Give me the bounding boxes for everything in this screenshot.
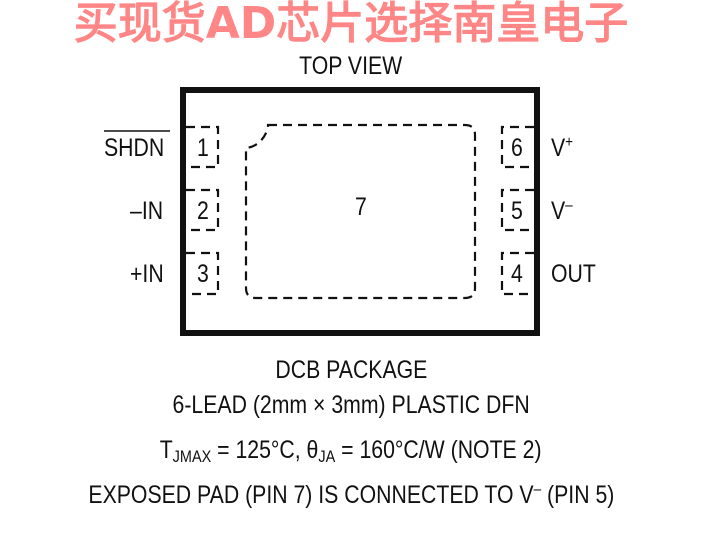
- pin-1-number: 1: [197, 134, 209, 162]
- package-description: 6-LEAD (2mm × 3mm) PLASTIC DFN: [172, 391, 530, 419]
- pin-7-number: 7: [355, 193, 367, 221]
- pin-1-pad: [186, 125, 220, 169]
- pin-4-pad: [500, 251, 534, 296]
- pin-5-number: 5: [511, 197, 523, 225]
- pin-6-label: V+: [551, 134, 574, 162]
- package-name: DCB PACKAGE: [275, 356, 427, 384]
- pin-2-pad: [186, 188, 220, 232]
- pin-2-number: 2: [197, 197, 209, 225]
- thermal-spec: TJMAX = 125°C, θJA = 160°C/W (NOTE 2): [160, 436, 542, 466]
- pin-5-pad: [500, 188, 534, 232]
- exposed-pad: [244, 123, 477, 300]
- pin-3-label: +IN: [130, 260, 164, 288]
- pin-5-label: V–: [551, 197, 573, 225]
- pin-4-number: 4: [511, 260, 523, 288]
- pin-6-number: 6: [511, 134, 523, 162]
- pin-1-label: SHDN: [104, 134, 165, 162]
- pin-4-label: OUT: [551, 260, 596, 288]
- pin-3-pad: [186, 251, 220, 296]
- pin-2-label: –IN: [130, 197, 164, 225]
- exposed-pad-note: EXPOSED PAD (PIN 7) IS CONNECTED TO V– (…: [88, 481, 614, 509]
- view-title: TOP VIEW: [299, 52, 403, 80]
- package-body: [180, 87, 540, 336]
- watermark: 买现货AD芯片选择南皇电子: [73, 0, 629, 49]
- pin-6-pad: [500, 125, 534, 169]
- pin-3-number: 3: [197, 260, 209, 288]
